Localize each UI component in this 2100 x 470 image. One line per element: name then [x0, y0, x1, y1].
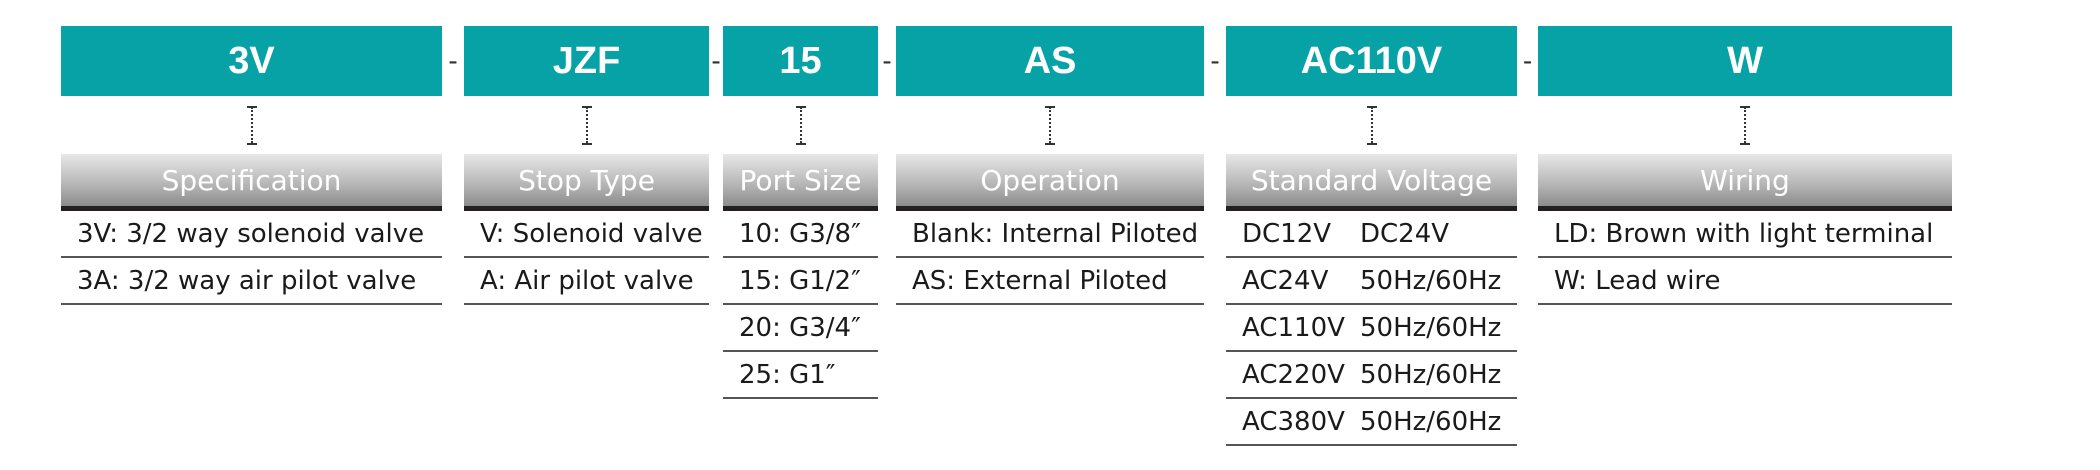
option-row: 10: G3/8″: [723, 211, 878, 258]
option-row: 20: G3/4″: [723, 305, 878, 352]
header-port-size: Port Size: [723, 154, 878, 211]
voltage-type: AC110V: [1242, 312, 1345, 343]
option-row: A: Air pilot valve: [464, 258, 709, 305]
voltage-type: AC380V: [1242, 406, 1345, 437]
voltage-value: DC24V: [1360, 218, 1450, 249]
separator-dash: -: [448, 45, 458, 76]
voltage-type: DC12V: [1242, 218, 1332, 249]
separator-dash: -: [1522, 45, 1533, 76]
voltage-frequency: 50Hz/60Hz: [1360, 359, 1502, 390]
connector-stop-type: [464, 96, 709, 154]
connector-specification: [61, 96, 442, 154]
column-port-size: 15 Port Size 10: G3/8″ 15: G1/2″ 20: G3/…: [723, 26, 878, 399]
option-row: LD: Brown with light terminal: [1538, 211, 1952, 258]
code-box-stop-type: JZF: [464, 26, 709, 96]
voltage-row: AC380V 50Hz/60Hz: [1226, 399, 1517, 446]
column-specification: 3V Specification 3V: 3/2 way solenoid va…: [61, 26, 442, 305]
code-box-standard-voltage: AC110V: [1226, 26, 1517, 96]
column-operation: AS Operation Blank: Internal Piloted AS:…: [896, 26, 1204, 305]
option-row: Blank: Internal Piloted: [896, 211, 1204, 258]
option-row: AS: External Piloted: [896, 258, 1204, 305]
separator-dash: -: [711, 45, 721, 76]
column-wiring: W Wiring LD: Brown with light terminal W…: [1538, 26, 1952, 305]
voltage-frequency: 50Hz/60Hz: [1360, 265, 1502, 296]
code-box-specification: 3V: [61, 26, 442, 96]
header-operation: Operation: [896, 154, 1204, 211]
voltage-row: AC220V 50Hz/60Hz: [1226, 352, 1517, 399]
separator-dash: -: [882, 45, 892, 76]
connector-wiring: [1538, 96, 1952, 154]
connector-standard-voltage: [1226, 96, 1517, 154]
column-stop-type: JZF Stop Type V: Solenoid valve A: Air p…: [464, 26, 709, 305]
header-wiring: Wiring: [1538, 154, 1952, 211]
option-row: 3V: 3/2 way solenoid valve: [61, 211, 442, 258]
option-row: W: Lead wire: [1538, 258, 1952, 305]
option-row: 15: G1/2″: [723, 258, 878, 305]
code-box-wiring: W: [1538, 26, 1952, 96]
header-standard-voltage: Standard Voltage: [1226, 154, 1517, 211]
voltage-row: DC12V DC24V: [1226, 211, 1517, 258]
option-row: 3A: 3/2 way air pilot valve: [61, 258, 442, 305]
voltage-type: AC220V: [1242, 359, 1345, 390]
column-standard-voltage: AC110V Standard Voltage DC12V DC24V AC24V…: [1226, 26, 1517, 446]
code-box-operation: AS: [896, 26, 1204, 96]
header-specification: Specification: [61, 154, 442, 211]
connector-operation: [896, 96, 1204, 154]
voltage-row: AC110V 50Hz/60Hz: [1226, 305, 1517, 352]
option-row: 25: G1″: [723, 352, 878, 399]
connector-port-size: [723, 96, 878, 154]
option-row: V: Solenoid valve: [464, 211, 709, 258]
voltage-frequency: 50Hz/60Hz: [1360, 312, 1502, 343]
separator-dash: -: [1210, 45, 1220, 76]
voltage-frequency: 50Hz/60Hz: [1360, 406, 1502, 437]
voltage-row: AC24V 50Hz/60Hz: [1226, 258, 1517, 305]
code-box-port-size: 15: [723, 26, 878, 96]
voltage-type: AC24V: [1242, 265, 1329, 296]
header-stop-type: Stop Type: [464, 154, 709, 211]
